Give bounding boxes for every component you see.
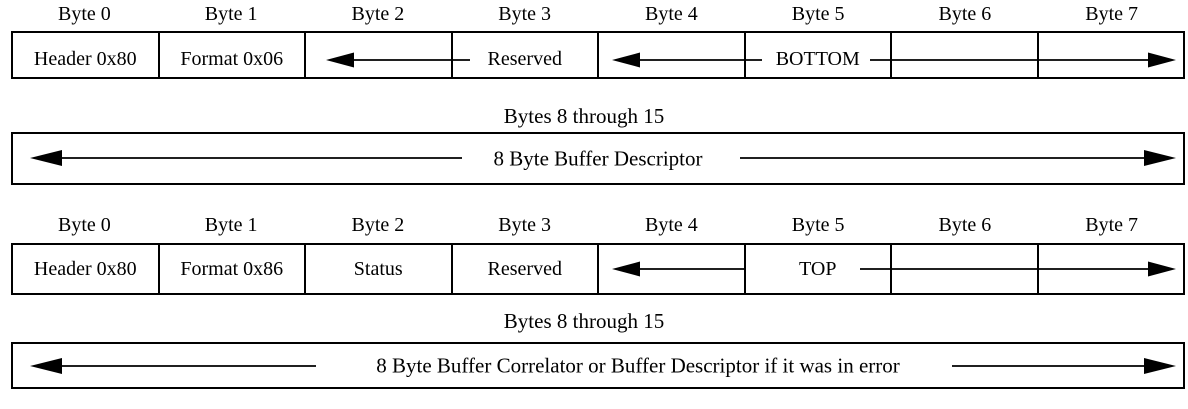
table1: Header 0x80 Format 0x06 Reserved BOTTOM bbox=[11, 31, 1185, 79]
table2-byte3-header: Byte 3 bbox=[498, 214, 552, 236]
table1-byte4-cell bbox=[599, 33, 746, 77]
cell-text: Status bbox=[353, 257, 403, 280]
table1-byte5-header: Byte 5 bbox=[791, 3, 845, 25]
table1-byte7-cell bbox=[1039, 33, 1184, 77]
table2-byte2-header: Byte 2 bbox=[351, 214, 405, 236]
table1-byte7-header: Byte 7 bbox=[1085, 3, 1139, 25]
buffer-correlator-box: 8 Byte Buffer Correlator or Buffer Descr… bbox=[11, 342, 1185, 389]
table2-byte5-header: Byte 5 bbox=[791, 214, 845, 236]
cell-text: Reserved bbox=[487, 257, 562, 280]
section1-label: Bytes 8 through 15 bbox=[503, 104, 665, 128]
table2-byte1-header: Byte 1 bbox=[204, 214, 258, 236]
table2-byte3-cell: Reserved bbox=[453, 245, 599, 293]
cell-text: Format 0x86 bbox=[180, 257, 284, 280]
table1-byte3-cell: Reserved bbox=[453, 33, 599, 77]
table2-byte4-header: Byte 4 bbox=[644, 214, 698, 236]
table2-byte7-cell bbox=[1039, 245, 1184, 293]
table2-byte0-header: Byte 0 bbox=[57, 214, 111, 236]
table2-byte6-header: Byte 6 bbox=[938, 214, 992, 236]
table1-byte6-header: Byte 6 bbox=[938, 3, 992, 25]
section2-label: Bytes 8 through 15 bbox=[503, 309, 665, 333]
table2-byte0-cell: Header 0x80 bbox=[13, 245, 160, 293]
table1-byte1-header: Byte 1 bbox=[204, 3, 258, 25]
cell-text: Format 0x06 bbox=[180, 47, 284, 70]
table1-byte0-header: Byte 0 bbox=[57, 3, 111, 25]
table2-byte4-cell bbox=[599, 245, 746, 293]
cell-text: Reserved bbox=[487, 47, 562, 70]
cell-text: TOP bbox=[799, 257, 837, 280]
table2-byte5-cell: TOP bbox=[746, 245, 892, 293]
table1-header-row: Byte 0 Byte 1 Byte 2 Byte 3 Byte 4 Byte … bbox=[11, 3, 1185, 26]
buffer-correlator-text: 8 Byte Buffer Correlator or Buffer Descr… bbox=[370, 353, 906, 378]
buffer-descriptor-box: 8 Byte Buffer Descriptor bbox=[11, 132, 1185, 185]
table1-byte3-header: Byte 3 bbox=[498, 3, 552, 25]
table1-byte5-cell: BOTTOM bbox=[746, 33, 892, 77]
table1-byte1-cell: Format 0x06 bbox=[160, 33, 306, 77]
table1-byte6-cell bbox=[892, 33, 1039, 77]
table1-byte2-cell bbox=[306, 33, 453, 77]
table2-byte7-header: Byte 7 bbox=[1085, 214, 1139, 236]
table2-header-row: Byte 0 Byte 1 Byte 2 Byte 3 Byte 4 Byte … bbox=[11, 214, 1185, 237]
table1-byte2-header: Byte 2 bbox=[351, 3, 405, 25]
buffer-descriptor-text: 8 Byte Buffer Descriptor bbox=[487, 146, 709, 171]
cell-text: BOTTOM bbox=[775, 47, 860, 70]
table2-byte2-cell: Status bbox=[306, 245, 453, 293]
table2-byte1-cell: Format 0x86 bbox=[160, 245, 306, 293]
table2: Header 0x80 Format 0x86 Status Reserved … bbox=[11, 243, 1185, 295]
cell-text: Header 0x80 bbox=[33, 257, 137, 280]
cell-text: Header 0x80 bbox=[33, 47, 137, 70]
table2-byte6-cell bbox=[892, 245, 1039, 293]
table1-byte0-cell: Header 0x80 bbox=[13, 33, 160, 77]
table1-byte4-header: Byte 4 bbox=[644, 3, 698, 25]
